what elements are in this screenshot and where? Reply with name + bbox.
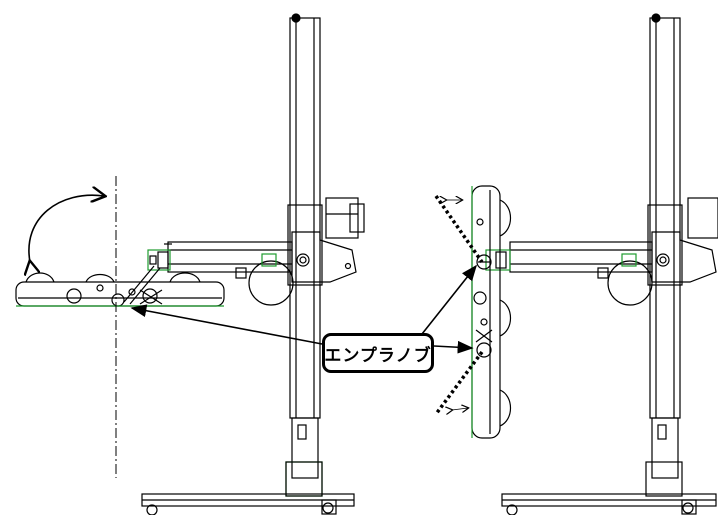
right-motor	[687, 197, 718, 239]
right-stand	[471, 13, 718, 515]
left-arm	[167, 241, 293, 273]
left-head-box	[291, 231, 357, 283]
left-mast	[289, 17, 321, 419]
right-carriage	[647, 204, 683, 286]
left-carriage	[287, 204, 323, 286]
right-arm	[509, 241, 653, 273]
tilt-guide-lower	[434, 350, 484, 416]
callout-label: エンプラノブ	[324, 345, 432, 366]
left-motor	[325, 197, 359, 239]
tilt-arrow-bottom	[452, 408, 468, 410]
right-lamp-head	[471, 185, 501, 439]
left-stand	[15, 13, 365, 515]
right-round-housing	[607, 260, 653, 306]
right-lower-column	[651, 417, 679, 479]
callout-box: エンプラノブ	[322, 333, 434, 373]
callout-arrow-left	[130, 304, 323, 345]
right-mast	[649, 17, 681, 419]
rotation-arrow	[29, 195, 104, 262]
left-lower-column	[291, 417, 319, 479]
left-round-housing	[248, 260, 294, 306]
callout-arrow-lower-right	[433, 340, 474, 354]
callout-arrow-upper-right	[421, 264, 477, 335]
tilt-guide-upper	[434, 194, 484, 264]
